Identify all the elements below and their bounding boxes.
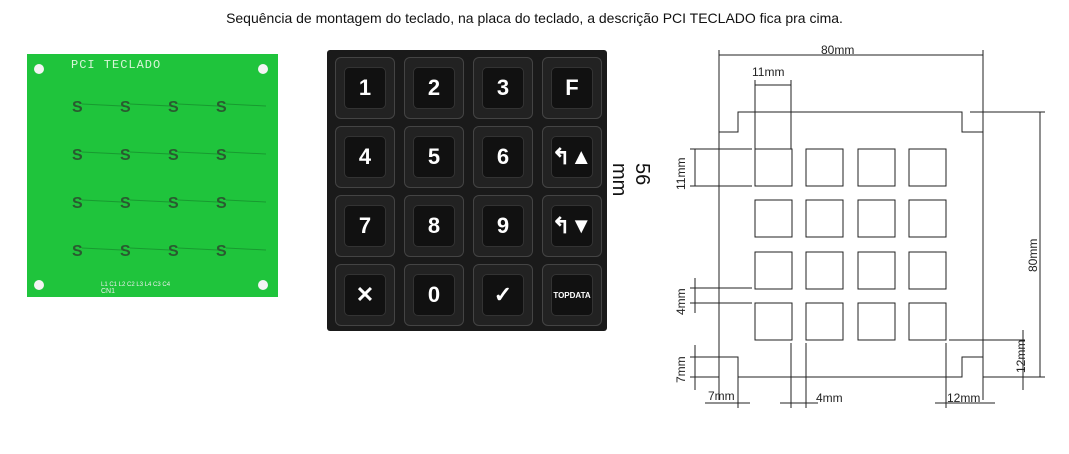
key-cutout [754, 251, 793, 290]
key-label: 5 [413, 136, 455, 178]
key: 8 [404, 195, 464, 257]
key-label: 4 [344, 136, 386, 178]
pcb-pin-labels: L1 C1 L2 C2 L3 L4 C3 C4 [101, 282, 171, 288]
pcb-pad: S [120, 99, 131, 116]
key: 2 [404, 57, 464, 119]
dim-key-height: 11mm [674, 158, 688, 190]
key-cutout [805, 302, 844, 341]
key: 0 [404, 264, 464, 326]
key: ✕ [335, 264, 395, 326]
pcb-pad: S [72, 195, 83, 212]
key: ✓ [473, 264, 533, 326]
key-label: 7 [344, 205, 386, 247]
pcb-pad: S [216, 99, 227, 116]
pcb-pad: S [120, 195, 131, 212]
dim-notch-h-left: 7mm [674, 356, 688, 383]
pcb-pad: S [72, 99, 83, 116]
key: 1 [335, 57, 395, 119]
key-cutout [908, 251, 947, 290]
key-label: 8 [413, 205, 455, 247]
pcb-connector: CN1 [101, 288, 116, 295]
key-label: ✓ [482, 274, 524, 316]
key: 4 [335, 126, 395, 188]
pcb-pad: S [168, 243, 179, 260]
key: TOPDATA [542, 264, 602, 326]
key-cutout [754, 199, 793, 238]
caption: Sequência de montagem do teclado, na pla… [226, 10, 843, 26]
key-label: 9 [482, 205, 524, 247]
dim-width: 80mm [821, 43, 854, 57]
pcb-pad: S [168, 195, 179, 212]
key: 3 [473, 57, 533, 119]
mount-hole [258, 280, 268, 290]
key: ↰▼ [542, 195, 602, 257]
dim-notch-w-left: 7mm [708, 389, 735, 403]
pcb-pad: S [120, 147, 131, 164]
key-cutout [805, 199, 844, 238]
key-cutout [857, 199, 896, 238]
pcb-pad: S [72, 147, 83, 164]
key-cutout [805, 251, 844, 290]
key-label: 1 [344, 67, 386, 109]
key-label: 3 [482, 67, 524, 109]
key-cutout [754, 302, 793, 341]
key-cutout [857, 251, 896, 290]
key: 7 [335, 195, 395, 257]
key-label: 6 [482, 136, 524, 178]
key: ↰▲ [542, 126, 602, 188]
key-label: ✕ [344, 274, 386, 316]
key-label: 0 [413, 274, 455, 316]
dim-gap-h: 4mm [816, 391, 843, 405]
pcb-pad: S [168, 147, 179, 164]
dim-height: 80mm [1026, 239, 1040, 272]
key-cutout [908, 302, 947, 341]
pcb-pad: S [72, 243, 83, 260]
technical-drawing: 80mm 11mm 11mm 4mm 7mm 7mm 4mm 12mm 12mm… [674, 43, 1045, 408]
pcb-traces: S S S S S S S S S S S S S S S S [34, 64, 268, 290]
board-outline [690, 50, 1045, 408]
mount-hole [34, 280, 44, 290]
key-label: F [551, 67, 593, 109]
key-cutout [805, 148, 844, 187]
key-label: ↰▲ [551, 136, 593, 178]
pcb-pad: S [216, 243, 227, 260]
key-cutout [754, 148, 793, 187]
mount-hole [34, 64, 44, 74]
dim-notch-w-right: 12mm [947, 391, 980, 405]
key-label: TOPDATA [551, 274, 593, 316]
pcb-pad: S [168, 99, 179, 116]
mount-hole [258, 64, 268, 74]
key-cutout [908, 148, 947, 187]
key: 9 [473, 195, 533, 257]
dim-key-width: 11mm [752, 65, 784, 79]
key: 5 [404, 126, 464, 188]
pcb-pad: S [120, 243, 131, 260]
key-cutout [908, 199, 947, 238]
dim-notch-h-right: 12mm [1014, 340, 1028, 373]
pcb-pad: S [216, 195, 227, 212]
key-cutout [857, 302, 896, 341]
pcb-pad: S [216, 147, 227, 164]
dim-gap-v: 4mm [674, 288, 688, 315]
key-cutouts [754, 148, 947, 341]
pcb-photo: PCI TECLADO S S S S S S S S S S S S S S S S L1 C1 L2 C2… [27, 54, 278, 297]
key-label: 2 [413, 67, 455, 109]
key: 6 [473, 126, 533, 188]
keypad-dimension: 56 mm [608, 163, 653, 197]
key-cutout [857, 148, 896, 187]
key-label: ↰▼ [551, 205, 593, 247]
pcb-title: PCI TECLADO [71, 58, 162, 72]
key: F [542, 57, 602, 119]
